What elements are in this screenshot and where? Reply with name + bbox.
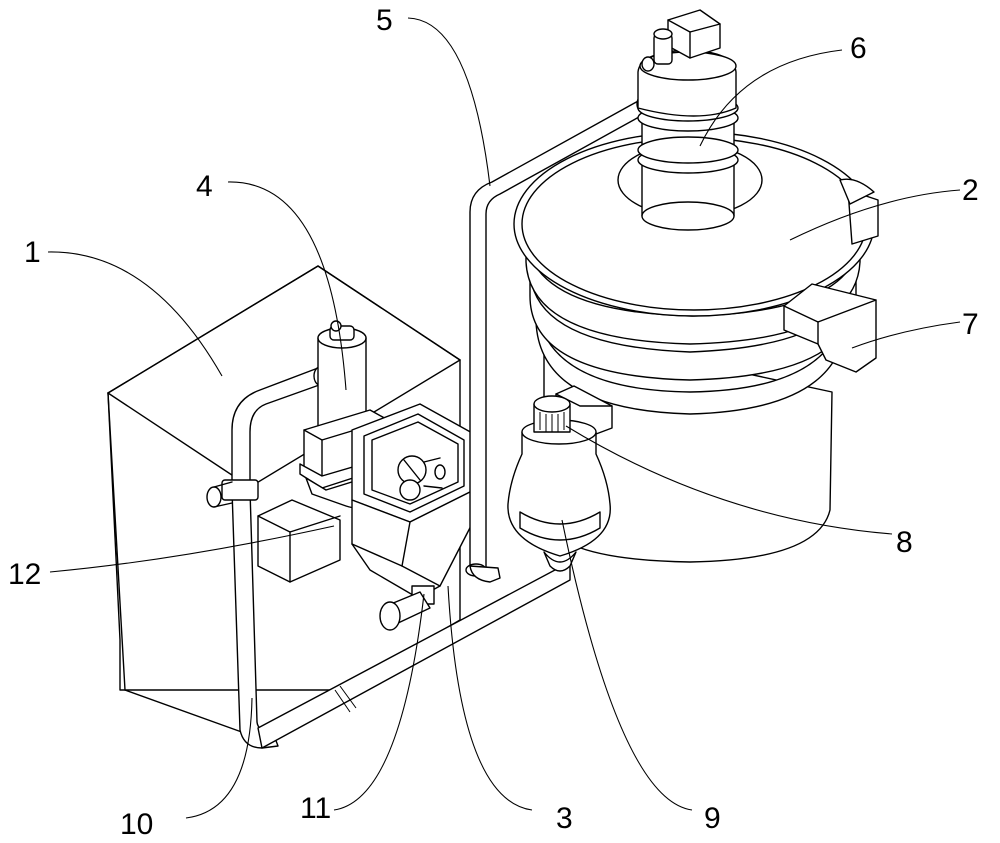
vibration-motor — [637, 9, 739, 231]
motor-block — [257, 499, 341, 583]
label-10: 10 — [120, 808, 153, 841]
label-2: 2 — [962, 174, 979, 207]
discharge-pipe — [379, 591, 431, 631]
label-4: 4 — [196, 170, 213, 203]
vacuum-pump — [507, 395, 611, 572]
label-5: 5 — [376, 4, 393, 37]
side-spout — [783, 283, 877, 373]
crusher-box — [351, 403, 475, 605]
return-pipe — [206, 366, 571, 749]
label-1: 1 — [24, 236, 41, 269]
label-12: 12 — [8, 558, 41, 591]
sieve-drum — [513, 131, 879, 563]
label-3: 3 — [556, 802, 573, 835]
label-8: 8 — [896, 526, 913, 559]
reference-labels: 1 2 3 4 5 6 7 8 9 10 11 12 — [8, 4, 979, 841]
label-7: 7 — [962, 308, 979, 341]
label-11: 11 — [300, 792, 331, 825]
label-6: 6 — [850, 32, 867, 65]
leader-lines — [47, 17, 961, 819]
label-9: 9 — [704, 802, 721, 835]
